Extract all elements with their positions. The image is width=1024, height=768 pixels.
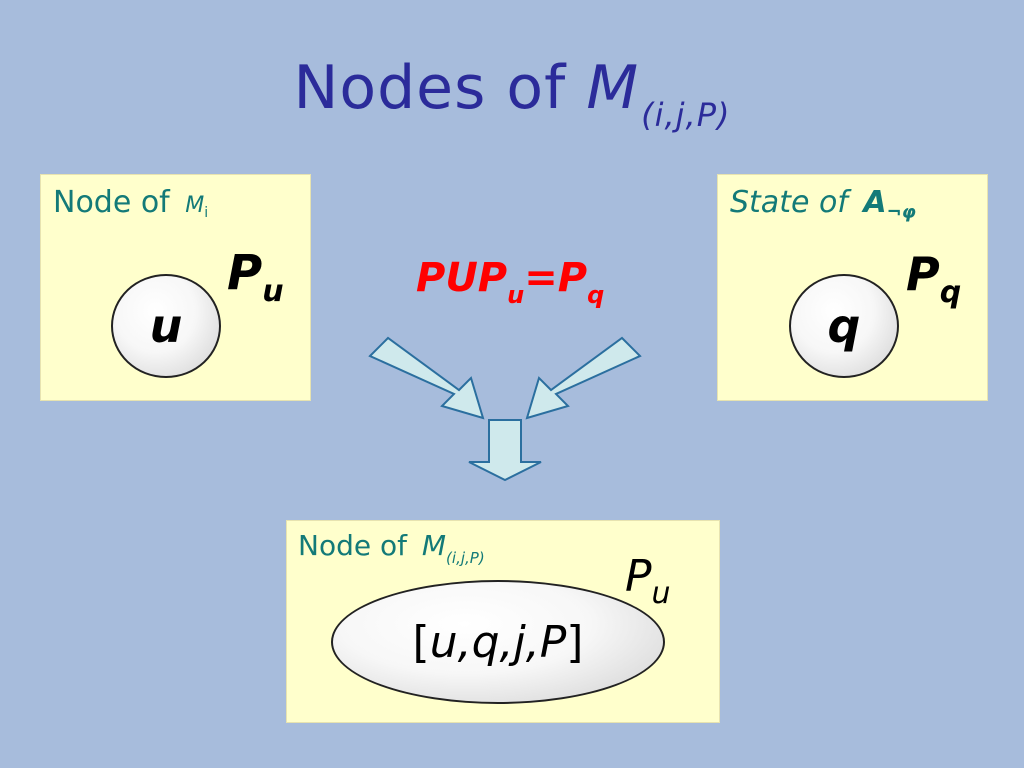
state-of-a-box: State of A¬φ q Pq bbox=[718, 175, 987, 400]
node-of-mijp-label: Node of M(i,j,P) bbox=[298, 529, 485, 567]
pup-formula: PUPu=Pq bbox=[416, 255, 604, 309]
node-of-mi-box: Node of Mi u Pu bbox=[41, 175, 310, 400]
p-u-bottom-subscript: u bbox=[651, 576, 671, 611]
title-text: Nodes of bbox=[293, 53, 587, 123]
slide-title: Nodes of M(i,j,P) bbox=[0, 48, 1024, 155]
arrow-down bbox=[468, 419, 542, 482]
arrow-right-diagonal bbox=[525, 336, 642, 420]
left-label-symbol: M bbox=[185, 193, 205, 218]
node-of-mijp-box: Node of M(i,j,P) [u,q,j,P] Pu bbox=[287, 521, 719, 722]
formula-sub2: q bbox=[587, 281, 605, 309]
bottom-label-text: Node of bbox=[298, 529, 416, 562]
right-label-symbol: A bbox=[863, 185, 887, 220]
p-q-letter: P bbox=[906, 247, 940, 301]
node-u-text: u bbox=[149, 299, 183, 353]
node-bracket-open: [ bbox=[412, 616, 430, 668]
p-q-subscript: q bbox=[939, 275, 962, 310]
left-label-subscript: i bbox=[204, 205, 209, 221]
node-bracket-close: ] bbox=[566, 616, 584, 668]
right-label-subscript: ¬φ bbox=[886, 202, 916, 223]
node-u-circle: u bbox=[111, 274, 221, 378]
node-q-text: q bbox=[827, 299, 861, 353]
node-of-mi-label: Node of Mi bbox=[53, 185, 208, 221]
p-u-bottom-letter: P bbox=[625, 551, 652, 602]
state-of-a-label: State of A¬φ bbox=[730, 185, 916, 223]
p-u-letter: P bbox=[227, 245, 263, 301]
p-u-subscript: u bbox=[262, 274, 284, 309]
left-label-text: Node of bbox=[53, 185, 180, 220]
bottom-label-symbol: M bbox=[421, 529, 447, 562]
node-uqjp-ellipse: [u,q,j,P] bbox=[331, 580, 665, 704]
formula-part2: =P bbox=[524, 255, 588, 301]
formula-sub1: u bbox=[507, 281, 525, 309]
title-subscript: (i,j,P) bbox=[641, 96, 731, 134]
formula-part1: PUP bbox=[416, 255, 508, 301]
title-symbol: M bbox=[586, 53, 640, 123]
node-uqjp-text: u,q,j,P bbox=[429, 616, 567, 668]
right-label-text: State of bbox=[730, 185, 858, 220]
p-u-label: Pu bbox=[227, 245, 284, 309]
bottom-label-subscript: (i,j,P) bbox=[446, 549, 485, 567]
arrow-left-diagonal bbox=[368, 336, 485, 420]
node-q-circle: q bbox=[789, 274, 899, 378]
p-u-bottom-label: Pu bbox=[625, 551, 671, 611]
p-q-label: Pq bbox=[906, 247, 961, 310]
